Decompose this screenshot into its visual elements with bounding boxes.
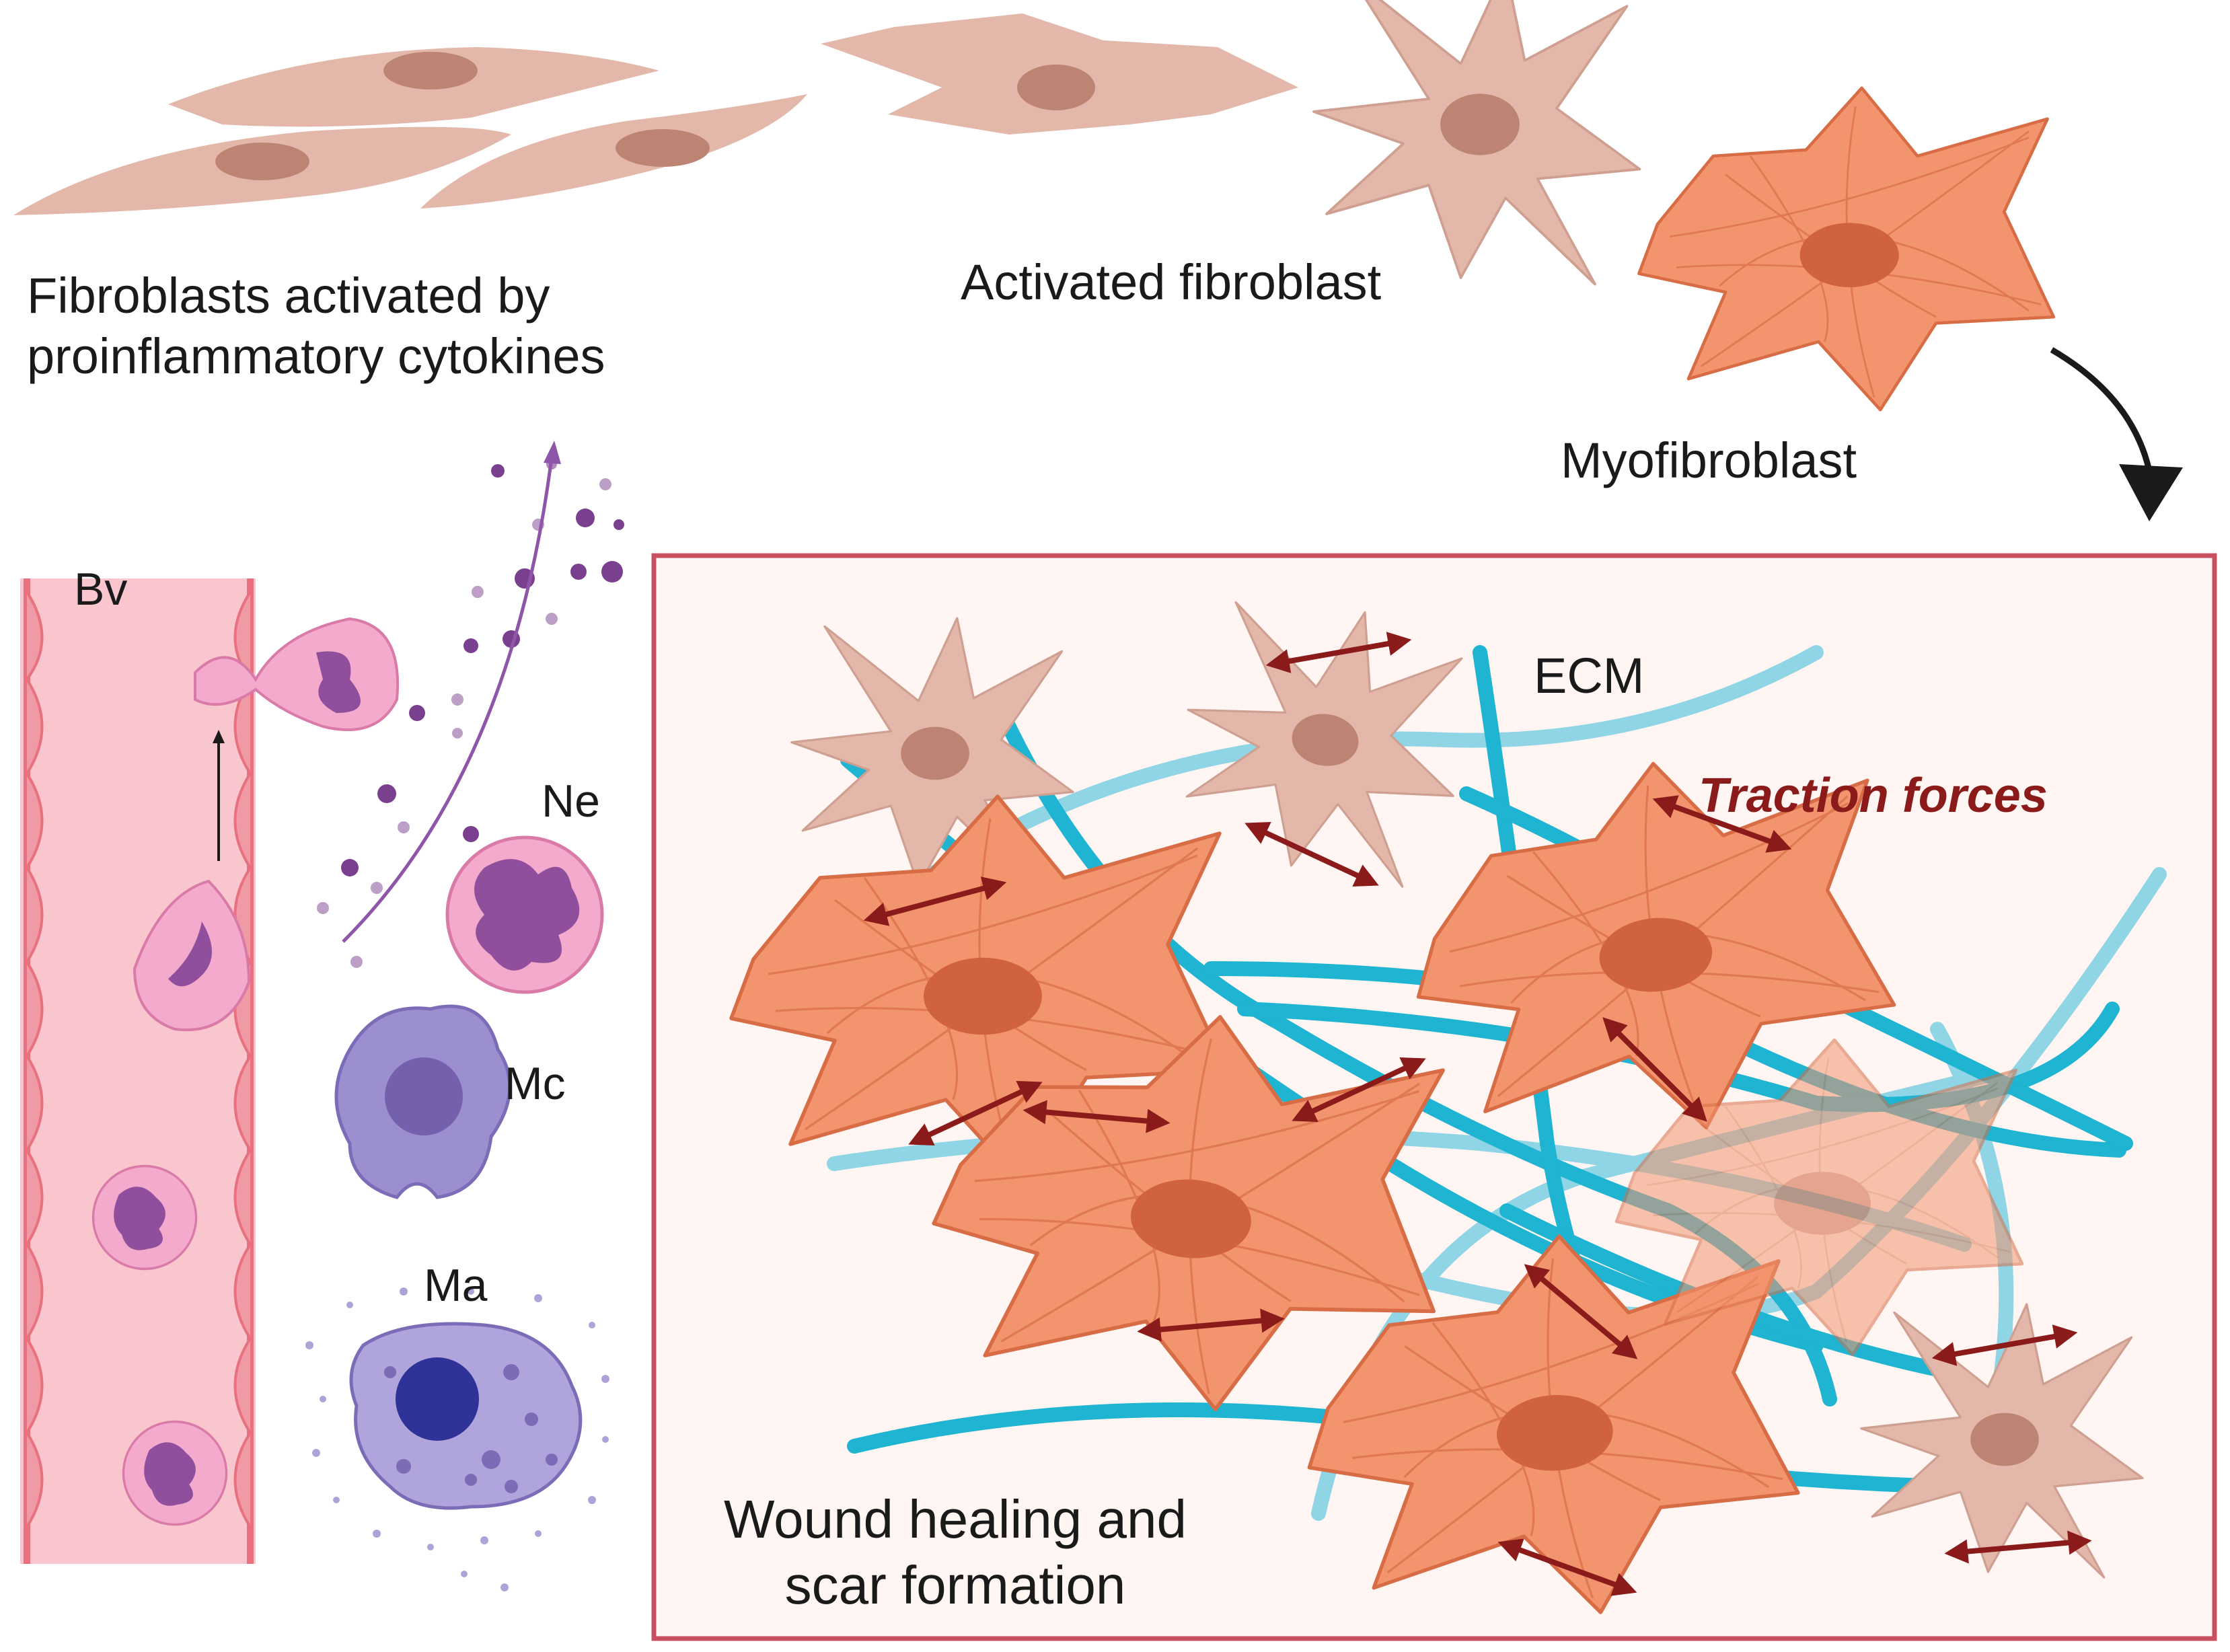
resting-fibroblast-1 xyxy=(168,47,659,127)
wound-healing-label: Wound healing and scar formation xyxy=(724,1489,1187,1615)
macrophage-label: Ma xyxy=(424,1260,488,1311)
fibroblasts-activated-label: Fibroblasts activated by proinflammatory… xyxy=(27,268,605,385)
monocyte xyxy=(334,1004,512,1199)
activated-fibroblast-label: Activated fibroblast xyxy=(961,254,1382,310)
activated-fibroblast-top xyxy=(1312,0,1641,286)
chemotaxis-arrow xyxy=(342,441,561,943)
macrophage xyxy=(305,1287,609,1591)
monocyte-label: Mc xyxy=(505,1058,566,1109)
neutrophil-in-vessel-2 xyxy=(122,1420,228,1526)
process-arrow xyxy=(2050,347,2183,521)
neutrophil-transmigrating xyxy=(194,617,400,731)
resting-fibroblast-2 xyxy=(13,126,511,215)
neutrophil-in-vessel-1 xyxy=(91,1164,198,1271)
neutrophil-label: Ne xyxy=(542,776,600,827)
neutrophil xyxy=(445,835,604,994)
neutrophil-rolling xyxy=(133,730,251,1032)
myofibroblast-label: Myofibroblast xyxy=(1561,433,1857,488)
resting-fibroblast-3 xyxy=(420,94,807,209)
cytokine-dots xyxy=(317,459,624,968)
blood-vessel xyxy=(20,578,256,1564)
myofibroblast-top xyxy=(1639,88,2053,410)
ecm-label: ECM xyxy=(1534,648,1645,704)
blood-vessel-label: Bv xyxy=(74,564,128,615)
traction-forces-label: Traction forces xyxy=(1699,769,2048,823)
elongating-fibroblast xyxy=(821,13,1298,135)
